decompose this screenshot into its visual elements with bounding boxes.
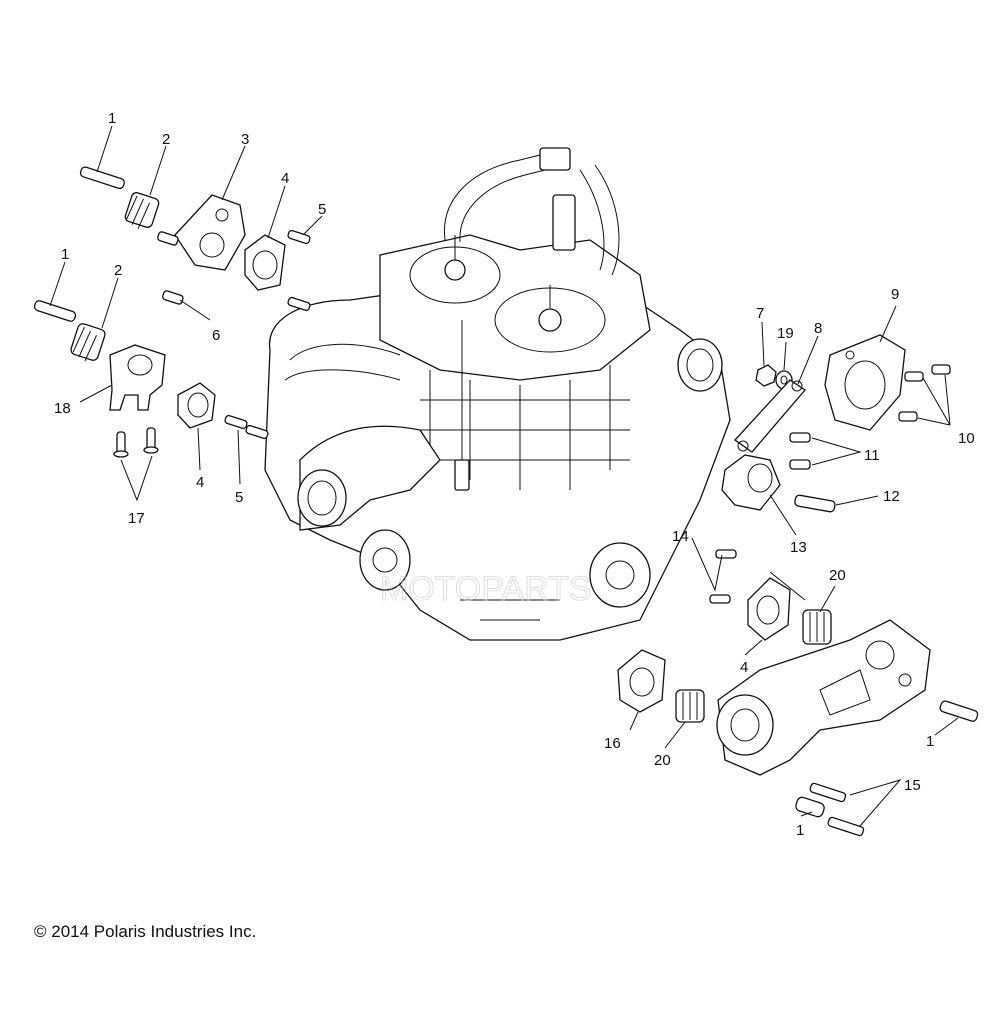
- callout-20: 20: [829, 567, 846, 584]
- callout-1: 1: [926, 733, 934, 750]
- callout-3: 3: [241, 131, 249, 148]
- upper-left-mount-assembly: [79, 166, 311, 312]
- copyright-notice: © 2014 Polaris Industries Inc.: [34, 922, 257, 941]
- callout-9: 9: [891, 286, 899, 303]
- callout-2: 2: [162, 131, 170, 148]
- callout-1: 1: [61, 246, 69, 263]
- lower-right-mount-assembly: [617, 549, 979, 837]
- callout-8: 8: [814, 320, 822, 337]
- callout-4: 4: [740, 659, 748, 676]
- callout-6: 6: [212, 327, 220, 344]
- callout-11: 11: [864, 447, 880, 464]
- callout-16: 16: [604, 735, 621, 752]
- watermark: MOTOPARTS: [380, 570, 592, 608]
- callout-14: 14: [672, 528, 689, 545]
- callout-4: 4: [281, 170, 289, 187]
- callout-17: 17: [128, 510, 145, 527]
- engine-block: [264, 147, 731, 641]
- callout-1: 1: [108, 110, 116, 127]
- callout-labels: 1 2 3 4 5 1 2 6 18 4 5 17 7 19 8 9 10 11…: [54, 110, 975, 839]
- callout-13: 13: [790, 539, 807, 556]
- left-mount-assembly: [33, 300, 269, 458]
- callout-20: 20: [654, 752, 671, 769]
- leader-lines: [49, 125, 959, 827]
- right-mount-assembly: [721, 334, 951, 513]
- callout-4: 4: [196, 474, 204, 491]
- callout-18: 18: [54, 400, 71, 417]
- callout-5: 5: [235, 489, 243, 506]
- callout-12: 12: [883, 488, 900, 505]
- callout-15: 15: [904, 777, 921, 794]
- callout-19: 19: [777, 325, 794, 342]
- callout-10: 10: [958, 430, 975, 447]
- callout-7: 7: [756, 305, 764, 322]
- callout-5: 5: [318, 201, 326, 218]
- callout-1: 1: [796, 822, 804, 839]
- callout-2: 2: [114, 262, 122, 279]
